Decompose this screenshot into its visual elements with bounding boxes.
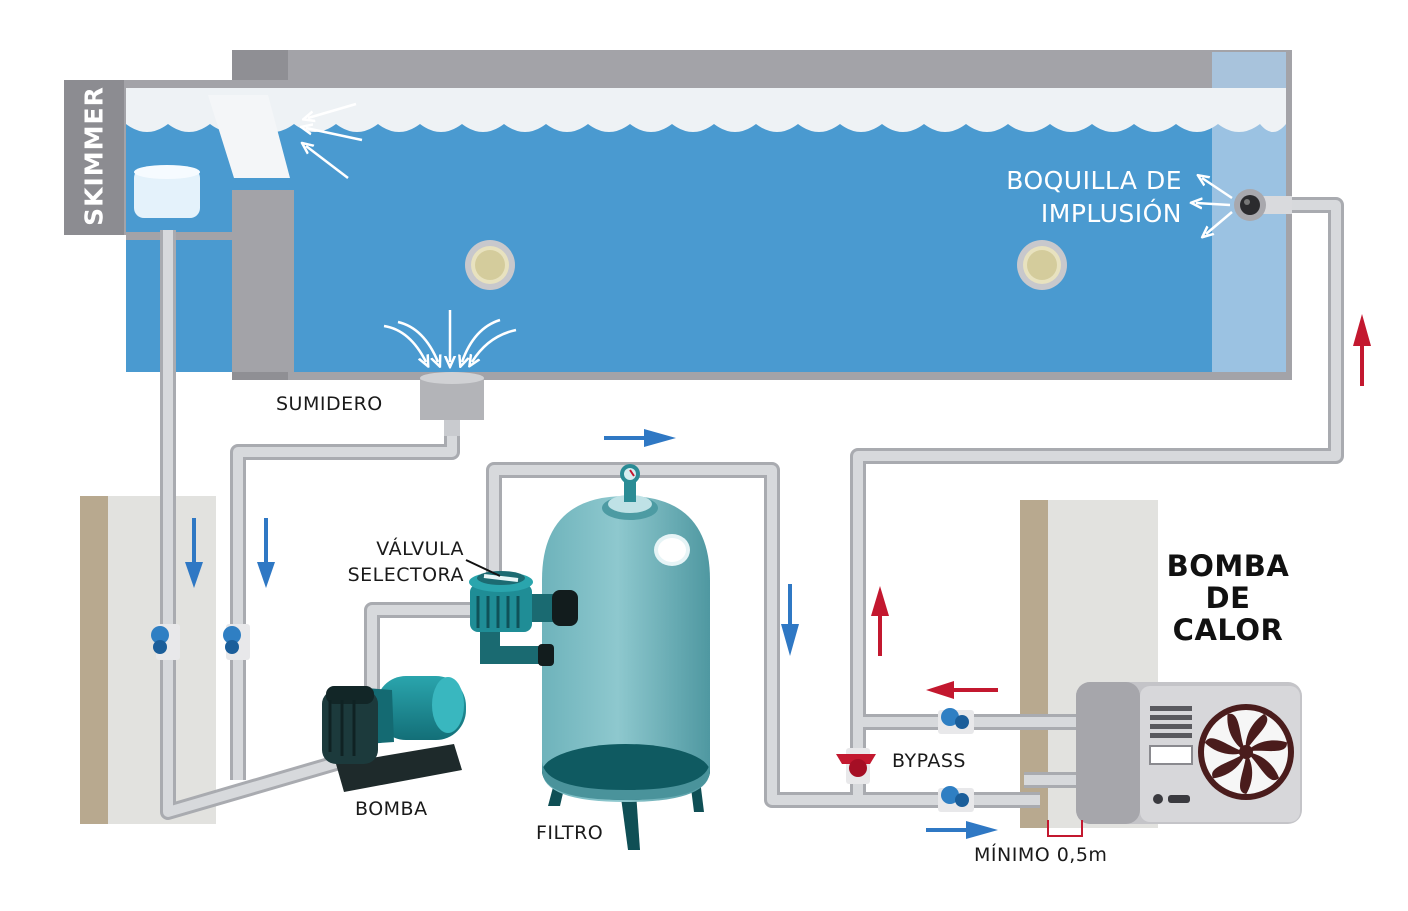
- heat-pump: [1076, 682, 1302, 824]
- sand-filter: [542, 464, 710, 850]
- selector-valve-label-line1: VÁLVULA: [376, 538, 464, 560]
- pool: [64, 50, 1292, 380]
- fan-blade: [1240, 752, 1253, 795]
- valve-heatpump-return: [938, 708, 974, 734]
- bypass-valve: [836, 748, 876, 784]
- heat-pump-vents: [1150, 706, 1192, 738]
- heat-pump-label-line2: DE: [1205, 581, 1251, 615]
- heat-pump-label-line1: BOMBA: [1166, 549, 1290, 583]
- pump-label: BOMBA: [355, 798, 428, 820]
- pool-light-2: [1017, 240, 1067, 290]
- selector-valve: [465, 559, 578, 666]
- fan-blade: [1212, 752, 1246, 779]
- main-drain: [420, 372, 484, 436]
- main-drain-label: SUMIDERO: [276, 393, 383, 415]
- skimmer-flap: [208, 95, 290, 178]
- heat-pump-display: [1149, 745, 1193, 765]
- heat-pump-label-line3: CALOR: [1172, 613, 1284, 647]
- bypass-label: BYPASS: [892, 750, 966, 772]
- fan-icon: [1198, 704, 1294, 800]
- heat-pump-label: BOMBA DE CALOR: [1154, 550, 1302, 646]
- inflow-arrows-skimmer: [306, 102, 363, 179]
- water-surface: [126, 88, 1286, 124]
- selector-valve-label-line2: SELECTORA: [347, 564, 464, 586]
- fan-blade: [1246, 752, 1280, 781]
- fan-blade: [1245, 714, 1268, 752]
- minimum-distance-label: MÍNIMO 0,5m: [974, 844, 1108, 866]
- fan-blade: [1204, 738, 1246, 755]
- flow-arrows-red: [871, 314, 1371, 699]
- return-nozzle: [1234, 189, 1292, 221]
- surface-waves: [126, 122, 1286, 132]
- pool-light-1: [465, 240, 515, 290]
- skimmer-label: SKIMMER: [79, 86, 109, 226]
- pool-water: [126, 88, 1286, 372]
- valve-heatpump-inlet: [938, 786, 974, 812]
- outflow-arrows-nozzle: [1196, 178, 1233, 234]
- minimum-distance-bracket: [1047, 820, 1083, 837]
- flow-arrows-blue: [185, 429, 998, 839]
- fan-blade: [1246, 740, 1287, 752]
- valve-skimmer-line: [151, 624, 180, 660]
- return-nozzle-label: BOQUILLA DE IMPLUSIÓN: [958, 164, 1182, 230]
- selector-valve-label: VÁLVULA SELECTORA: [330, 536, 464, 588]
- valve-drain-line: [223, 624, 250, 660]
- pool-pump: [322, 676, 466, 792]
- return-nozzle-label-line2: IMPLUSIÓN: [1040, 199, 1182, 228]
- return-nozzle-label-line1: BOQUILLA DE: [1006, 166, 1182, 195]
- fan-blade: [1227, 714, 1246, 752]
- skimmer-basket: [134, 168, 200, 218]
- filter-label: FILTRO: [536, 822, 604, 844]
- skimmer-label-box: SKIMMER: [72, 86, 116, 226]
- inflow-arrows-drain: [383, 310, 517, 362]
